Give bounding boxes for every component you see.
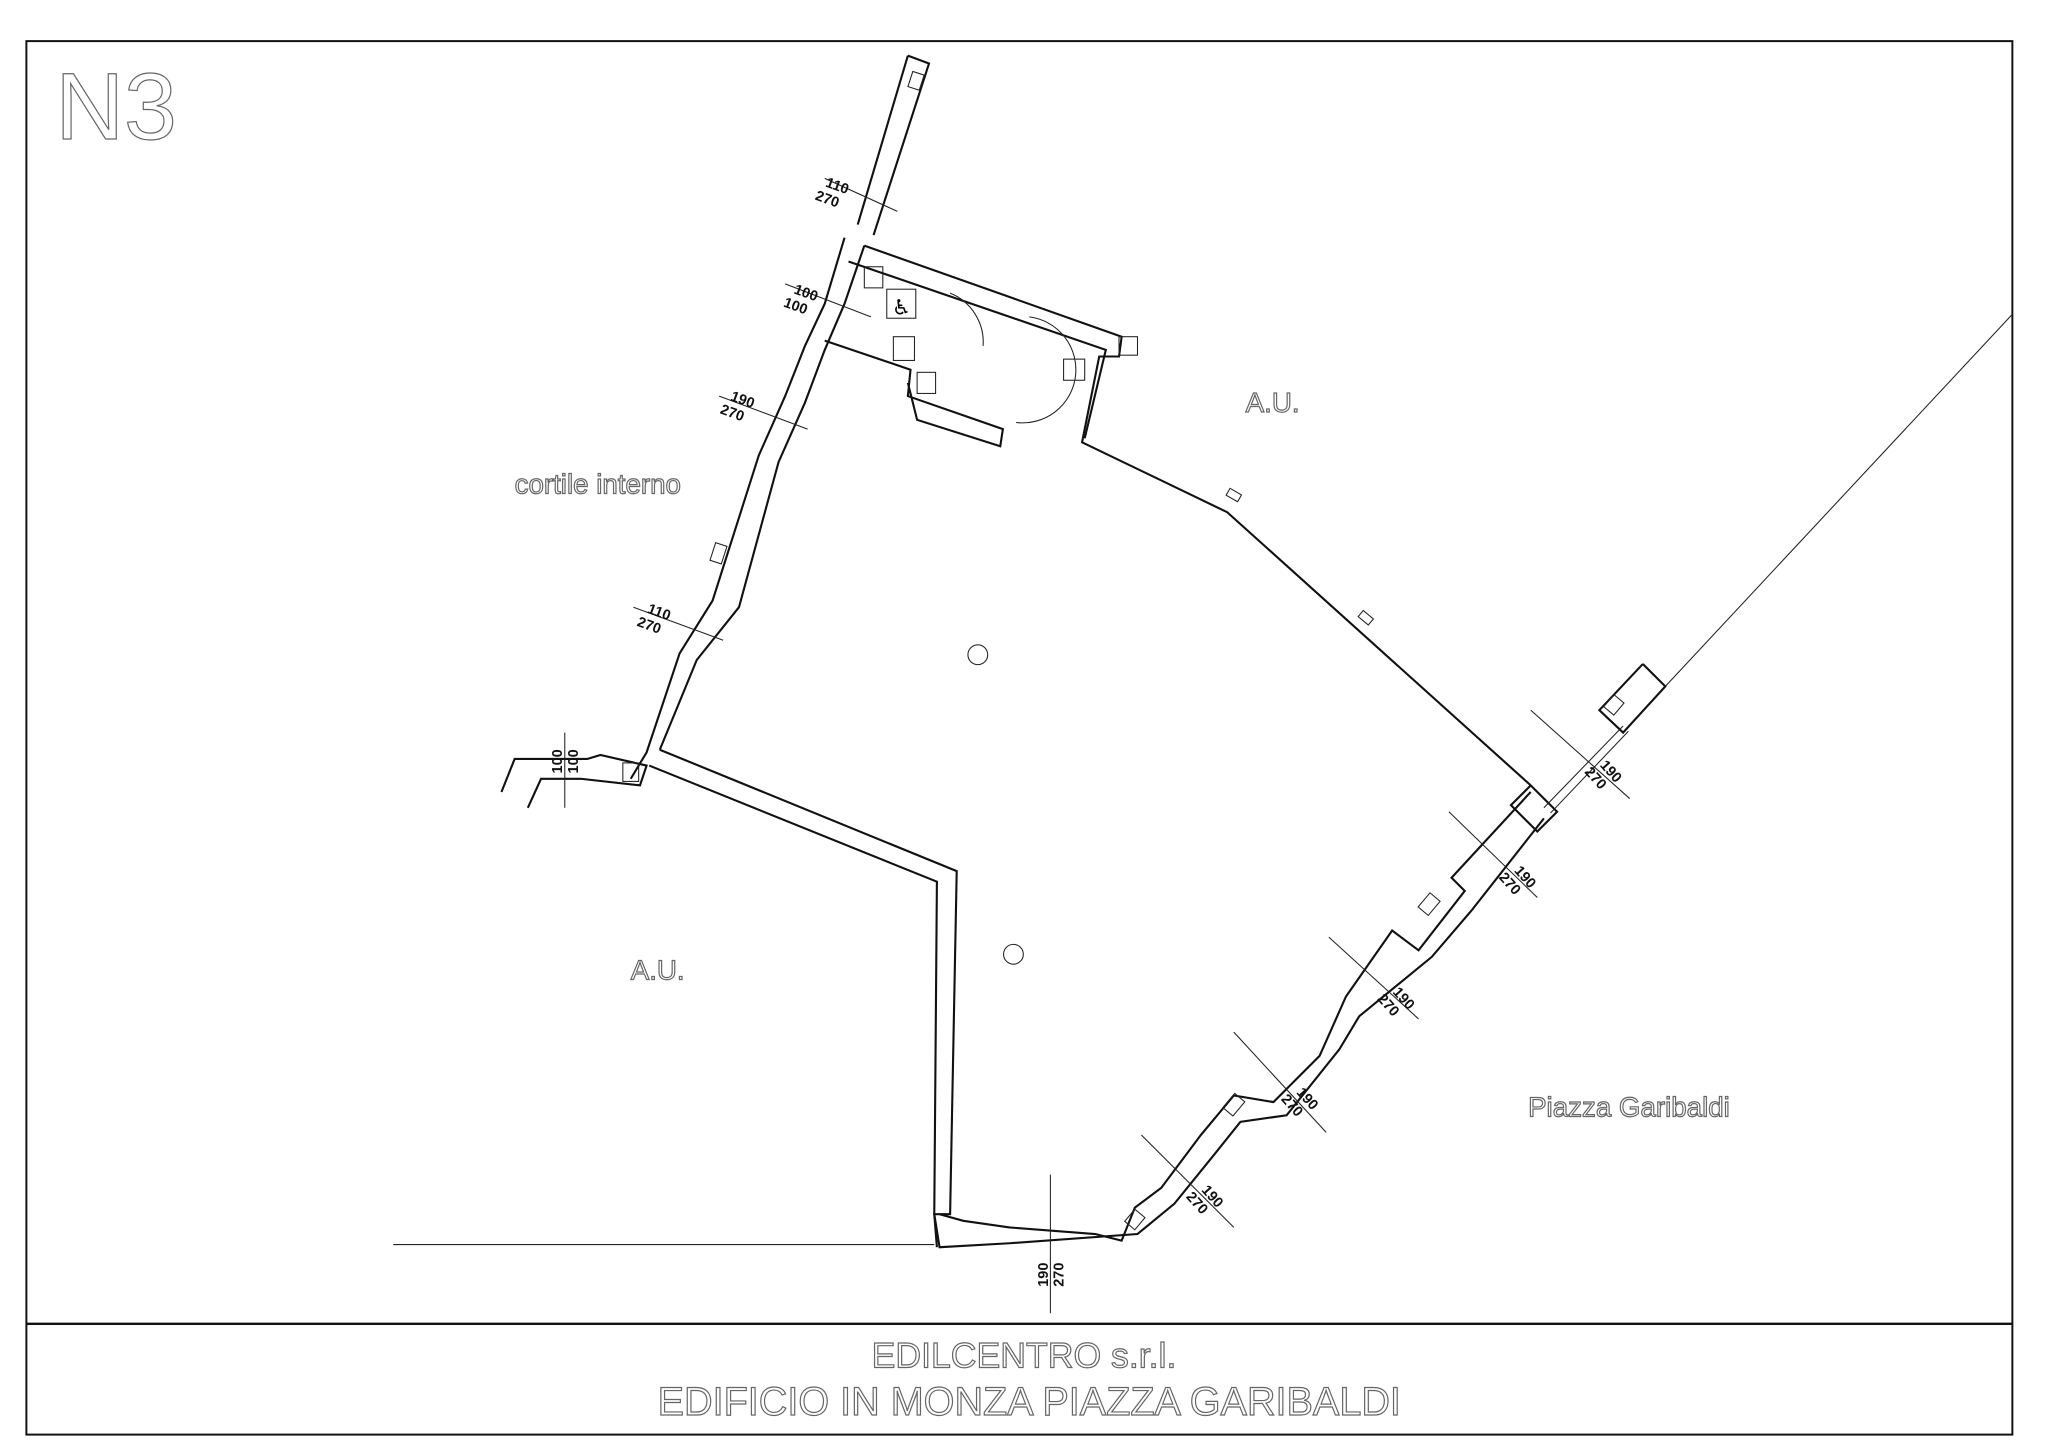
label-au-top: A.U. <box>1246 387 1300 418</box>
svg-text:270: 270 <box>635 614 663 637</box>
sheet-code: N3 <box>55 54 176 160</box>
svg-text:190: 190 <box>728 389 756 412</box>
svg-text:100: 100 <box>781 295 809 318</box>
label-courtyard: cortile interno <box>515 469 681 500</box>
building-walls: ♿ <box>393 54 2013 1314</box>
column <box>1003 943 1024 965</box>
label-au-bottom: A.U. <box>631 954 685 985</box>
svg-text:100: 100 <box>566 749 582 773</box>
svg-text:100: 100 <box>550 749 566 773</box>
sheet-frame <box>25 40 2014 1436</box>
column <box>967 644 989 666</box>
svg-text:270: 270 <box>718 402 746 425</box>
title-company: EDILCENTRO s.r.l. <box>872 1335 1177 1375</box>
svg-text:100: 100 <box>792 282 820 305</box>
title-building: EDIFICIO IN MONZA PIAZZA GARIBALDI <box>658 1380 1401 1424</box>
accessible-wc-icon: ♿ <box>892 294 911 319</box>
label-square: Piazza Garibaldi <box>1528 1092 1730 1123</box>
svg-text:110: 110 <box>823 175 850 198</box>
svg-text:270: 270 <box>1052 1263 1068 1287</box>
svg-text:190: 190 <box>1036 1263 1052 1287</box>
svg-text:270: 270 <box>813 188 841 211</box>
svg-text:110: 110 <box>645 601 672 624</box>
